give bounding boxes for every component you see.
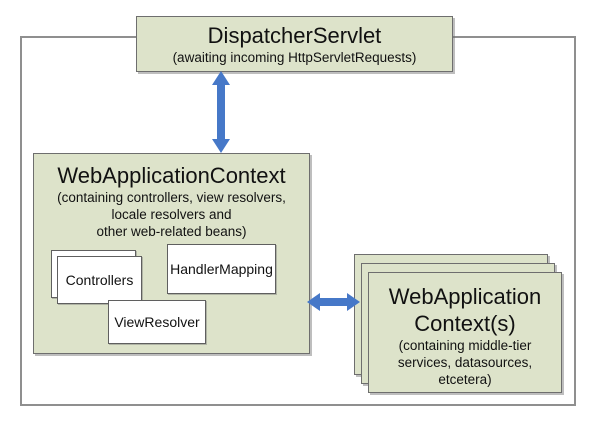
arrowhead-down-icon bbox=[212, 139, 230, 153]
view-resolver-label: ViewResolver bbox=[114, 314, 200, 330]
webapp-contexts-subtitle-line: (containing middle-tier bbox=[398, 338, 532, 353]
arrowhead-right-icon bbox=[347, 293, 360, 311]
webapp-contexts-box: WebApplication Context(s) (containing mi… bbox=[368, 272, 562, 393]
dispatcher-servlet-title: DispatcherServlet bbox=[207, 22, 382, 48]
handler-mapping-box: HandlerMapping bbox=[167, 244, 276, 294]
bidirectional-arrow-vertical bbox=[212, 71, 230, 153]
dispatcher-servlet-box: DispatcherServlet (awaiting incoming Htt… bbox=[136, 16, 453, 72]
wac-subtitle-line: other web-related beans) bbox=[96, 224, 247, 239]
web-application-context-title: WebApplicationContext bbox=[57, 163, 286, 188]
webapp-contexts-title-line: WebApplication bbox=[388, 284, 542, 309]
view-resolver-box: ViewResolver bbox=[108, 300, 206, 344]
webapp-contexts-subtitle-line: services, datasources, bbox=[397, 355, 533, 370]
arrow-shaft bbox=[317, 298, 350, 306]
arrow-shaft bbox=[217, 83, 225, 141]
controllers-box: Controllers bbox=[57, 256, 142, 304]
webapp-contexts-title-line: Context(s) bbox=[414, 311, 516, 336]
dispatcher-servlet-subtitle: (awaiting incoming HttpServletRequests) bbox=[172, 49, 417, 65]
arrowhead-up-icon bbox=[212, 71, 230, 85]
arrowhead-left-icon bbox=[307, 293, 320, 311]
controllers-label: Controllers bbox=[65, 272, 134, 288]
web-application-context-box: WebApplicationContext (containing contro… bbox=[33, 153, 310, 354]
webapp-contexts-subtitle-line: etcetera) bbox=[438, 372, 492, 387]
wac-subtitle-line: (containing controllers, view resolvers, bbox=[57, 190, 286, 205]
bidirectional-arrow-horizontal bbox=[307, 293, 360, 311]
wac-subtitle-line: locale resolvers and bbox=[111, 207, 232, 222]
handler-mapping-label: HandlerMapping bbox=[170, 261, 273, 277]
webapp-contexts-stack: WebApplication Context(s) (containing mi… bbox=[354, 254, 564, 395]
